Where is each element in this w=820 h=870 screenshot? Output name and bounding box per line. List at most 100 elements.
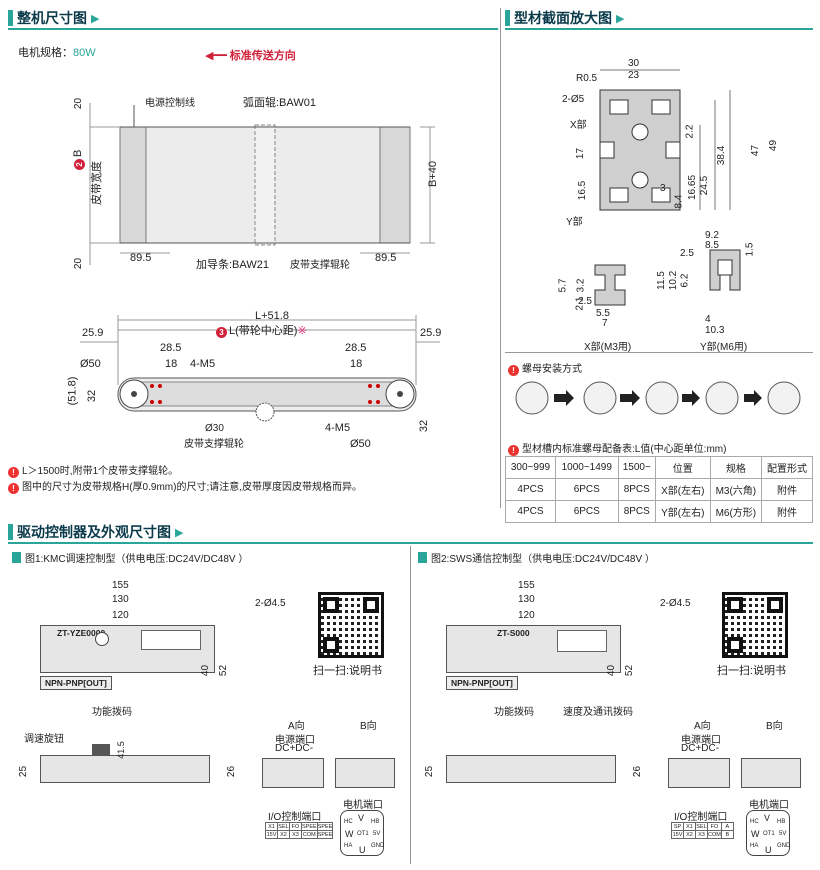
square-icon	[418, 552, 427, 563]
controller-kmc: ZT-YZE0000	[40, 625, 215, 673]
section-rule	[8, 542, 813, 544]
motor-port: 电机端口	[343, 800, 383, 811]
controller-sws-side	[446, 755, 616, 783]
dim-8-4: 8.4	[673, 194, 685, 209]
dim-holes: 2-Ø4.5	[660, 598, 691, 609]
play-icon: ▶	[616, 12, 625, 25]
qr-code-icon[interactable]	[318, 592, 384, 658]
qr-code-icon[interactable]	[722, 592, 788, 658]
fig2-label: 图2:SWS通信控制型（供电电压:DC24V/DC48V ）	[418, 550, 655, 565]
dim-155: 155	[112, 580, 129, 591]
io-pin: FO	[289, 822, 302, 831]
qr-corner	[727, 637, 743, 653]
square-icon	[12, 552, 21, 563]
table-header: 1500~	[617, 456, 656, 479]
table-cell: 附件	[761, 500, 813, 523]
table-cell: 6PCS	[554, 500, 619, 523]
dim-5-5: 5.5	[596, 308, 610, 319]
pin-hc: HC	[344, 819, 353, 825]
dim-2-5-x: 2.5	[578, 296, 592, 307]
table-header: 配置形式	[761, 456, 813, 479]
dim-4: 4	[705, 314, 711, 325]
dc-label: DC+DC-	[681, 743, 720, 754]
table-cell: 4PCS	[505, 478, 556, 501]
npn-label: NPN-PNP[OUT]	[446, 676, 518, 690]
pin-hb: HB	[371, 819, 380, 825]
label-dip: 功能拨码	[494, 707, 534, 718]
dim-16-65: 16.65	[687, 174, 699, 201]
label-arc-roller: 弧面辊:BAW01	[243, 97, 316, 109]
dim-28-5-right: 28.5	[345, 342, 367, 354]
io-pin: FO	[707, 822, 722, 831]
motor-pinout-2: V HB 5V OT1 GND U HA W HC	[746, 810, 790, 856]
dim-r0-5: R0.5	[576, 73, 598, 84]
dim-89-5-left: 89.5	[130, 252, 152, 264]
direction-label: 标准传送方向	[229, 50, 296, 62]
controller-front-b	[741, 758, 801, 788]
io-pin: SP	[671, 822, 684, 831]
controller-kmc-side	[40, 755, 210, 783]
dim-47: 47	[750, 144, 762, 157]
divider	[505, 352, 813, 353]
l-center-text: L(带轮中心距)	[229, 325, 298, 337]
dip-switch	[557, 630, 607, 652]
nut-table-title-text: 型材槽内标准螺母配备表:L值(中心距单位:mm)	[522, 444, 727, 455]
knob-side-icon	[92, 744, 110, 755]
dim-120: 120	[518, 610, 535, 621]
pin-ot1: OT1	[357, 831, 369, 837]
fig1-label: 图1:KMC调速控制型（供电电压:DC24V/DC48V ）	[12, 550, 248, 565]
dim-50-left: Ø50	[80, 358, 101, 370]
motor-pinout-1: V HB 5V OT1 GND U HA W HC	[340, 810, 384, 856]
qr-corner	[727, 597, 743, 613]
table-cell: M3(六角)	[709, 478, 763, 501]
model-label: ZT-S000	[497, 628, 530, 638]
qr-corner	[323, 637, 339, 653]
table-header: 300~999	[505, 456, 556, 479]
note-2: !图中的尺寸为皮带规格H(厚0.9mm)的尺寸;请注意,皮带厚度因皮带规格而异。	[8, 478, 362, 494]
pin-5v: 5V	[373, 831, 381, 837]
io-port: I/O控制端口	[268, 812, 322, 823]
label-guide: 加导条:BAW21	[196, 259, 269, 271]
io-pin: X3	[695, 830, 708, 839]
dim-49: 49	[768, 139, 780, 152]
dim-5-7: 5.7	[557, 278, 569, 293]
scan-manual-text: 扫一扫:说明书	[313, 665, 383, 677]
pin-ha: HA	[750, 843, 759, 849]
dim-26: 26	[226, 765, 238, 778]
dc-label: DC+DC-	[275, 743, 314, 754]
conveyor-side-view	[80, 315, 440, 422]
dim-l-plus: L+51.8	[255, 310, 289, 322]
title-text: 驱动控制器及外观尺寸图	[17, 524, 171, 540]
table-row: 4PCS 6PCS 8PCS X部(左右) M3(六角) 附件	[505, 478, 813, 501]
note-1: !L＞1500时,附带1个皮带支撑辊轮。	[8, 462, 178, 478]
pin-v: V	[358, 813, 365, 823]
pin-gnd: GND	[371, 843, 385, 849]
io-pin: X1	[265, 822, 278, 831]
dim-32-right: 32	[418, 419, 431, 433]
title-text: 整机尺寸图	[17, 10, 87, 26]
dim-30: Ø30	[205, 423, 224, 434]
table-header: 1000~1499	[554, 456, 619, 479]
dim-25: 25	[424, 765, 436, 778]
dim-20-top: 20	[73, 97, 85, 110]
qr-corner	[363, 597, 379, 613]
dim-2-2: 2.2	[684, 124, 696, 139]
title-text: 型材截面放大图	[514, 10, 612, 26]
pin-u: U	[765, 845, 772, 855]
dim-2-5-y: 2.5	[680, 248, 694, 259]
knob-icon	[95, 632, 109, 646]
dim-holes: 2-Ø4.5	[255, 598, 286, 609]
motor-spec-value: 80W	[73, 47, 96, 59]
note-2-text: 图中的尺寸为皮带规格H(厚0.9mm)的尺寸;请注意,皮带厚度因皮带规格而异。	[22, 482, 362, 493]
label-support-roller: 皮带支撑辊轮	[290, 260, 350, 271]
label-x-part: X部	[570, 120, 587, 131]
section-rule	[8, 28, 498, 30]
play-icon: ▶	[91, 12, 100, 25]
dim-18-left: 18	[165, 358, 178, 370]
dim-30: 30	[628, 58, 640, 69]
section-title-profile: 型材截面放大图 ▶	[505, 8, 624, 28]
dim-40: 40	[200, 664, 212, 677]
label-power-line: 电源控制线	[145, 98, 195, 109]
label-support-roller-side: 皮带支撑辊轮	[184, 439, 244, 450]
